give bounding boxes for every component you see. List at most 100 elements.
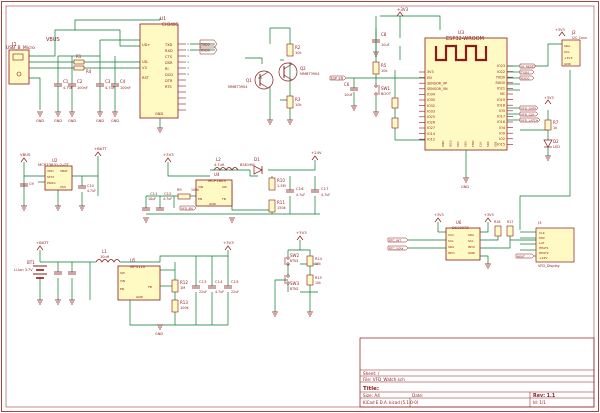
esp32-left-pin-io32: IO32 — [427, 104, 435, 108]
tb-sheet: Sheet: / — [363, 371, 380, 376]
ground-symbols-usb — [37, 111, 118, 117]
q2-name: MMBT3904 — [300, 72, 320, 76]
l1-ref: L1 — [102, 249, 107, 254]
esp32-left-pin-io25: IO25 — [427, 115, 435, 119]
vfd-boost-converter: L2 4.7uH D1 B5819W U4 MCP1603 VIN SW EN … — [142, 150, 330, 223]
j2-supply: +3V3 — [555, 28, 565, 32]
rtc-supply: +3V3 — [434, 213, 444, 217]
u6-pin-gnd: GND — [468, 251, 476, 255]
u2-output: +BATT — [94, 146, 107, 151]
c10-ref: C10 — [87, 184, 94, 188]
c4-ref: C4 — [120, 79, 126, 84]
c17-value: 4.7uF — [321, 193, 330, 197]
j2-pin-gnd: GND — [564, 62, 572, 66]
led-supply: +3V3 — [544, 96, 554, 100]
ch340-ref: U1 — [160, 16, 166, 22]
c14-ref: C14 — [215, 279, 223, 284]
u6-pin-sda-r: SDA — [468, 233, 475, 237]
r10-value: 1.5M — [277, 184, 286, 188]
ch340-txd-net: TXD0 — [200, 42, 210, 46]
boost-gnd-label: GND — [155, 332, 163, 336]
u6-pin-scl-r: SCL — [468, 239, 474, 243]
sw1-ref: SW1 — [381, 86, 390, 91]
r7-value: 1k — [553, 126, 558, 130]
q2-bias-ref: R3 — [295, 97, 301, 102]
esp-net-vfd-data: VFD_DATA — [521, 107, 537, 111]
bt1-ref: BT1 — [27, 260, 35, 265]
ch340-chip: U1 CH340C UD+ UD- V3 RST TXD RXD CTS DSR… — [139, 16, 190, 133]
r10-ref: R10 — [277, 178, 285, 183]
esp32-bottom-pin-sd0: SD0 — [486, 141, 490, 147]
r12-ref: R12 — [180, 280, 188, 285]
u6-pin-scl: SCL — [448, 239, 454, 243]
u6-pin-int1: INT1 — [448, 251, 455, 255]
usb-wires — [29, 18, 161, 110]
ch340-pin-dcd: DCD — [165, 73, 173, 77]
esp32-right-pin-io2: IO2 — [499, 137, 505, 141]
tb-rev: Rev: 1.1 — [533, 393, 555, 399]
ch340-pin-rst: RST — [142, 76, 150, 80]
title-block: Sheet: / File: VFD_Watch.sch Title: Size… — [359, 337, 595, 408]
ch340-pin-udm: UD- — [142, 60, 149, 64]
r15-value: 10k — [315, 281, 321, 285]
u2-pin-vss: VSS — [60, 185, 66, 189]
u2-input: VBUS — [20, 152, 31, 157]
c10-value: 4.7uF — [87, 189, 96, 193]
q2-ref: Q2 — [300, 66, 306, 71]
q1-bias-ref: R2 — [295, 45, 301, 50]
boost-regulator-u5: L1 10uH U5 MP3120 SW VIN EN FB GND R12 1… — [89, 240, 239, 336]
j2-pin-sda: SDA — [564, 44, 571, 48]
u5-ref: U5 — [130, 258, 136, 263]
usb-name: USB_B_Micro — [6, 45, 35, 51]
gnd-labels-usb: GND GND GND GND GND — [36, 119, 119, 123]
esp32-right-pin-io5: IO5 — [499, 109, 505, 113]
sheet-inner-border — [5, 5, 595, 408]
esp32-bottom-pin-sd2: SD2 — [456, 141, 460, 147]
esp32-left-pin-io12: IO12 — [427, 137, 435, 141]
u5-pin-sw: SW — [120, 271, 125, 275]
u6-ref: U6 — [456, 220, 462, 225]
esp32-left-pin-en: EN — [427, 76, 432, 80]
d2-ref: D2 — [553, 139, 559, 144]
vfd-en-net: VFD_EN — [181, 207, 193, 211]
u5-pin-vin: VIN — [120, 279, 125, 283]
i2c-connector: J2 I2C_Conn SDA SCL +3V3 GND +3V3 — [555, 28, 587, 67]
ch340-name: CH340C — [162, 22, 178, 27]
c12-value: 4.7uF — [163, 197, 172, 201]
u2-ref: U2 — [52, 158, 58, 163]
auto-reset-transistors: R2 10k R3 10k Q1 MMBT3904 Q2 MMBT3904 — [228, 27, 320, 125]
c15-value: 22uF — [231, 290, 239, 294]
j3-pin-clk: CLK — [539, 231, 546, 235]
esp32-right-pin-io23: IO23 — [497, 64, 505, 68]
usb-series-resistors: R1 R4 — [73, 54, 92, 74]
u4-ref: U4 — [214, 172, 220, 177]
u6-pin-sda: SDA — [448, 245, 455, 249]
bt1-net: +BATT — [36, 240, 49, 245]
esp32-right-pin-io0: IO0 — [499, 131, 505, 135]
esp32-left-pin-io33: IO33 — [427, 109, 435, 113]
esp32-bottom-pin-cmd: CMD — [471, 140, 475, 147]
esp-en-net: ESP_EN — [331, 77, 344, 81]
q2-bias-value: 10k — [295, 103, 302, 107]
c1-value: 4.7uF — [63, 86, 73, 90]
u5-name: MP3120 — [130, 264, 146, 269]
ch340-pin-dtr: DTR — [165, 79, 173, 83]
c13-value: 22uF — [199, 290, 207, 294]
j3-pin-heat2: HEAT2 — [539, 251, 549, 255]
esp32-left-pin-sensor_vn: SENSOR_VN — [427, 87, 448, 91]
r14-ref: R14 — [315, 257, 323, 261]
btn-supply: +3V3 — [296, 230, 307, 235]
c11-ref: C11 — [150, 191, 158, 196]
esp-en-circuit: R5 10k C6 10uF SW1 BOOT ESP_EN — [329, 16, 425, 141]
ch340-pin-rts: RTS — [165, 85, 172, 89]
tb-kicad: KiCad E.D.A. kicad (5.1.0-0) — [363, 400, 419, 405]
usb-caps: C1 4.7uF C2 100nF C3 4.7uF C4 100nF — [54, 79, 131, 112]
esp32-left-pin-io34: IO34 — [427, 93, 435, 97]
gnd-label: GND — [68, 119, 76, 123]
battery-bt1: BT1 Li-Ion 3.7V +BATT — [14, 240, 90, 305]
c8-value: 10uF — [381, 43, 390, 47]
esp32-module: U3 ESP32-WROOM 3V3ENSENSOR_VPSENSOR_VNIO… — [419, 30, 513, 189]
j2-pin-scl: SCL — [564, 50, 570, 54]
u5-pin-gnd: GND — [136, 295, 144, 299]
tb-id: Id: 1/1 — [533, 400, 546, 405]
